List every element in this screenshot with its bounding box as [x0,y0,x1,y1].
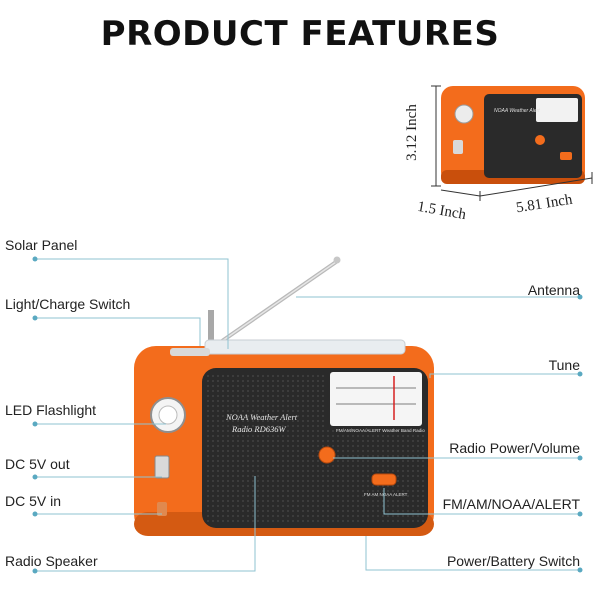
callout-solar-panel [35,258,229,349]
solar-panel-strip [204,339,406,355]
face-text-line2: Radio RD636W [231,424,287,434]
dim-width-line [479,177,593,197]
label-radio-speaker: Radio Speaker [5,553,98,569]
label-power-battery-switch: Power/Battery Switch [446,553,580,569]
dial-caption: FM/AM/NOAA/ALERT Weather Band Radio [336,428,425,433]
dim-depth-line [440,189,481,197]
callout-dots [32,256,583,574]
dimension-lines [431,85,593,201]
large-radio-image: NOAA Weather Alert Radio RD636W FM/AM/NO… [134,256,434,536]
label-fm-am-noaa-alert: FM/AM/NOAA/ALERT [442,496,580,512]
callout-power-battery [365,536,580,571]
callout-tune [429,373,580,378]
label-dc-5v-out: DC 5V out [5,456,70,472]
usb-in-port [157,502,167,516]
small-radio-switch [560,152,572,160]
callout-lines [35,258,580,572]
volume-knob [318,446,336,464]
top-switch-area [170,348,210,356]
small-radio-image: NOAA Weather Alert [441,86,585,184]
antenna-tip [333,256,341,264]
small-radio-knob [535,135,545,145]
antenna-mount [208,310,214,350]
label-antenna: Antenna [527,282,580,298]
small-radio-flashlight [454,104,474,124]
small-radio-dial [536,98,578,122]
callout-fm-am [383,488,580,515]
label-led-flashlight: LED Flashlight [5,402,97,418]
band-switch [371,473,397,486]
small-radio-usb [453,140,463,154]
label-dc-5v-in: DC 5V in [5,493,62,509]
label-radio-power-volume: Radio Power/Volume [449,440,580,456]
small-radio-face-text: NOAA Weather Alert [494,108,540,114]
face-text-line1: NOAA Weather Alert [225,412,298,422]
label-light-charge-switch: Light/Charge Switch [5,296,131,312]
tuning-dial-window [330,372,422,426]
label-solar-panel: Solar Panel [5,237,78,253]
label-tune: Tune [548,357,580,373]
callout-light-charge-switch [35,317,201,346]
dimension-height-label: 3.12 Inch [403,104,420,161]
page-title: PRODUCT FEATURES [100,14,500,54]
speaker-grille [206,374,425,523]
switch-caption: FM AM NOAA ALERT [364,492,408,497]
dial-scale [336,387,416,405]
callout-radio-speaker [35,476,256,572]
usb-out-port [154,455,170,479]
